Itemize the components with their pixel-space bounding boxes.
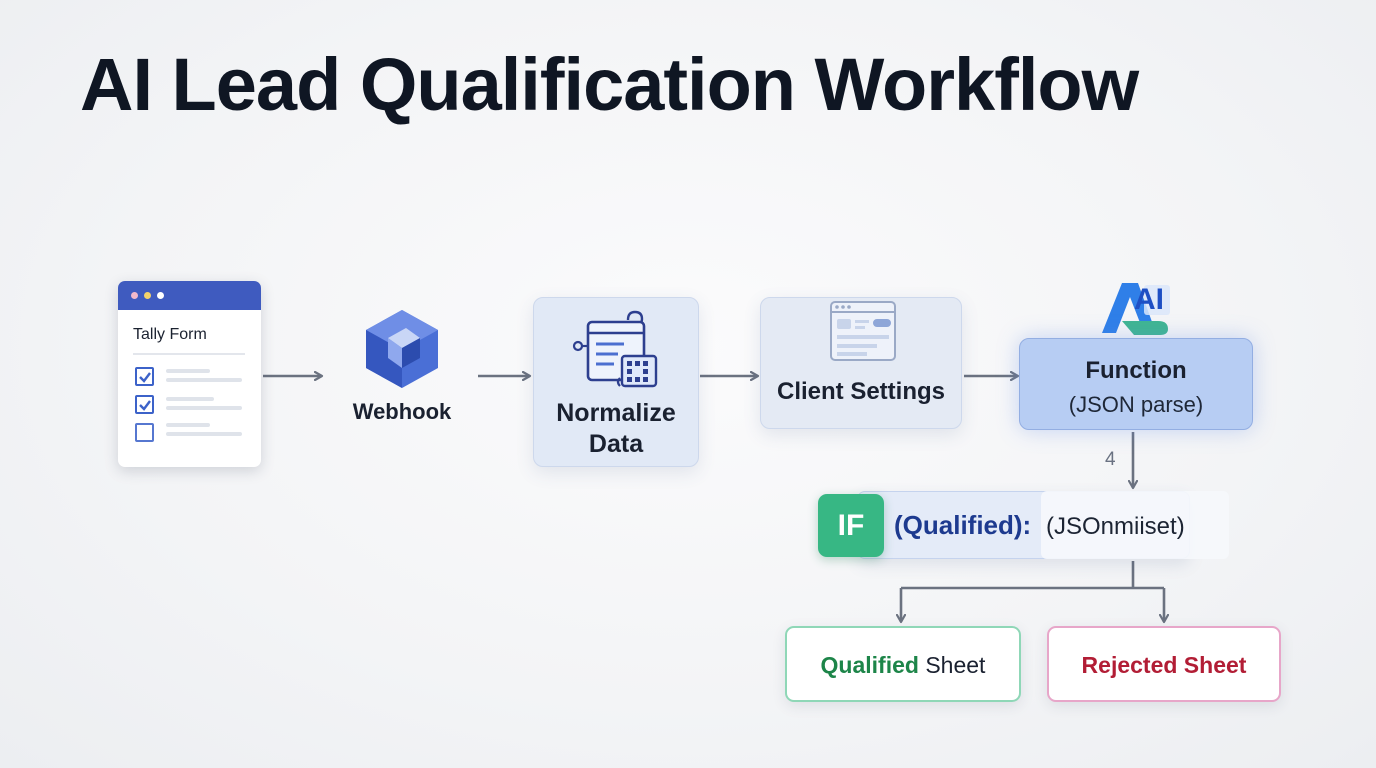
if-expression: (JSOnmiiset) [1046, 513, 1185, 540]
page-title: AI Lead Qualification Workflow [80, 43, 1139, 126]
divider [133, 353, 245, 355]
settings-panel-icon [830, 301, 896, 361]
tally-form-node[interactable]: Tally Form [118, 281, 261, 467]
form-line [166, 432, 242, 436]
form-line [166, 423, 210, 427]
webhook-label: Webhook [352, 399, 452, 424]
form-line [166, 397, 214, 401]
qualified-word: Qualified [820, 652, 919, 678]
form-line [166, 406, 242, 410]
if-condition-label: (Qualified): [894, 510, 1032, 540]
data-transform-icon [572, 310, 658, 388]
normalize-line-1: Normalize [556, 399, 676, 427]
if-expression-box [1041, 491, 1229, 559]
window-dot-yellow [144, 292, 151, 299]
rejected-sheet-label: Rejected Sheet [1081, 652, 1247, 678]
ai-logo-graphic [1102, 283, 1170, 335]
form-line [166, 369, 210, 373]
window-dots-icon [131, 292, 138, 299]
step-mark: 4 [1105, 449, 1116, 470]
checkbox-empty-icon [135, 423, 154, 442]
normalize-line-2: Data [588, 430, 644, 458]
window-dot-white [157, 292, 164, 299]
sheet-word: Sheet [918, 652, 986, 678]
tally-form-label: Tally Form [133, 326, 207, 343]
client-settings-node[interactable]: Client Settings [760, 297, 962, 429]
function-subtitle: (JSON parse) [1068, 392, 1204, 417]
normalize-data-node[interactable]: Normalize Data [533, 297, 699, 467]
normalize-label: Normalize Data [534, 398, 698, 460]
form-line [166, 378, 242, 382]
checkbox-icon [135, 395, 154, 414]
client-settings-label: Client Settings [776, 378, 945, 405]
ai-logo-icon: AI [1098, 277, 1174, 344]
function-title: Function [1085, 357, 1187, 384]
qualified-sheet-label: Qualified Sheet [787, 652, 1019, 679]
qualified-sheet-node[interactable]: Qualified Sheet [785, 626, 1021, 702]
webhook-cube-icon[interactable] [360, 306, 444, 390]
rejected-sheet-node[interactable]: Rejected Sheet [1047, 626, 1281, 702]
checkbox-icon [135, 367, 154, 386]
function-node[interactable]: Function (JSON parse) [1019, 338, 1253, 430]
window-titlebar [118, 281, 261, 310]
ai-logo-text: AI [1134, 283, 1164, 316]
if-badge: IF [818, 494, 884, 557]
